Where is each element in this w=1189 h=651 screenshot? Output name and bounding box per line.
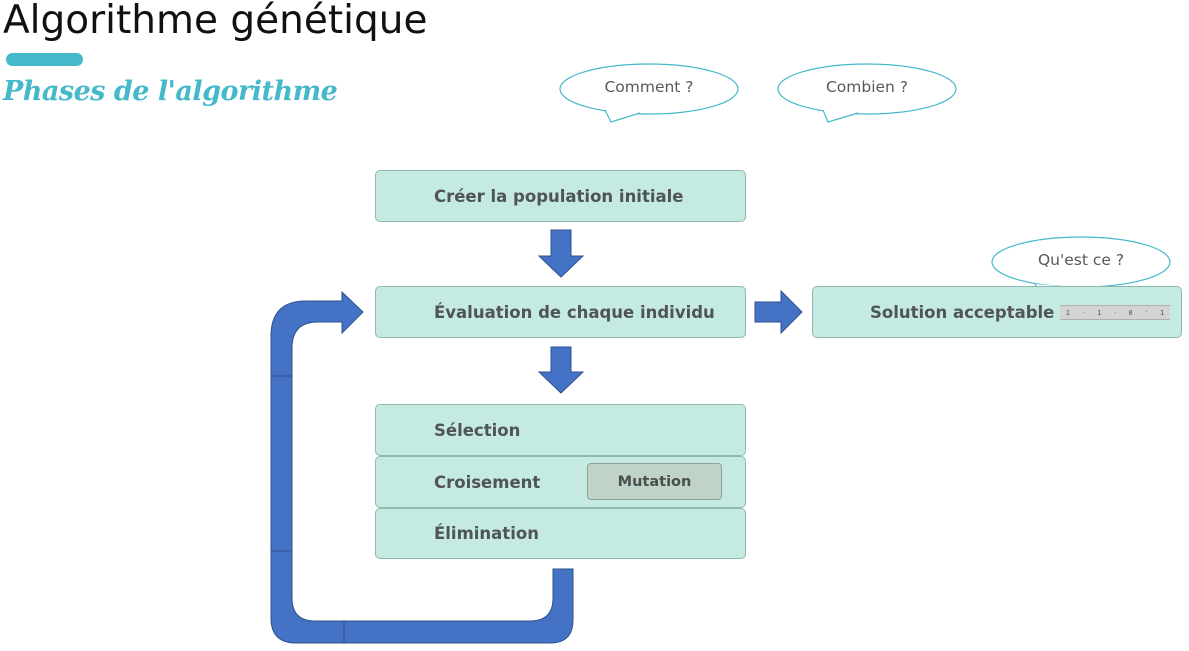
bubble-combien-text: Combien ?: [825, 78, 909, 96]
chromosome-separator: ·: [1112, 308, 1118, 317]
step-solution-label: Solution acceptable: [870, 302, 1055, 322]
step-mutation: Mutation: [587, 463, 722, 500]
step-evaluation-label: Évaluation de chaque individu: [434, 302, 715, 322]
title-accent-bar: [6, 53, 83, 66]
step-mutation-label: Mutation: [617, 473, 692, 490]
chromosome-strip: 1 · 1 · 0 ' 1: [1060, 305, 1170, 320]
arrow-loop-back: [270, 290, 574, 644]
chromosome-bit: 0: [1128, 308, 1133, 317]
chromosome-bit: 1: [1159, 308, 1165, 317]
bubble-questce-text: Qu'est ce ?: [1037, 251, 1125, 269]
arrow-right-solution: [754, 289, 803, 335]
step-crossover-label: Croisement: [434, 472, 541, 492]
step-elimination-label: Élimination: [434, 524, 539, 543]
chromosome-separator: ': [1144, 308, 1149, 317]
arrow-down-1: [537, 229, 585, 278]
page-title: Algorithme génétique: [3, 0, 428, 43]
step-create-label: Créer la population initiale: [434, 186, 684, 206]
bubble-comment-text: Comment ?: [604, 78, 694, 96]
section-subtitle: Phases de l'algorithme: [3, 76, 338, 107]
chromosome-separator: ·: [1081, 308, 1086, 317]
bubble-comment-shape: [559, 63, 739, 115]
bubble-combien-shape: [777, 63, 957, 115]
arrow-down-2: [537, 346, 585, 394]
step-selection-label: Sélection: [434, 420, 521, 440]
bubble-combien-tail: [822, 109, 859, 123]
step-selection: Sélection: [375, 404, 746, 456]
step-elimination: Élimination: [375, 508, 746, 559]
chromosome-bit: 1: [1065, 308, 1070, 317]
chromosome-bit: 1: [1097, 308, 1102, 317]
bubble-comment-tail: [604, 109, 641, 123]
step-evaluation: Évaluation de chaque individu: [375, 286, 746, 338]
step-create-population: Créer la population initiale: [375, 170, 746, 222]
